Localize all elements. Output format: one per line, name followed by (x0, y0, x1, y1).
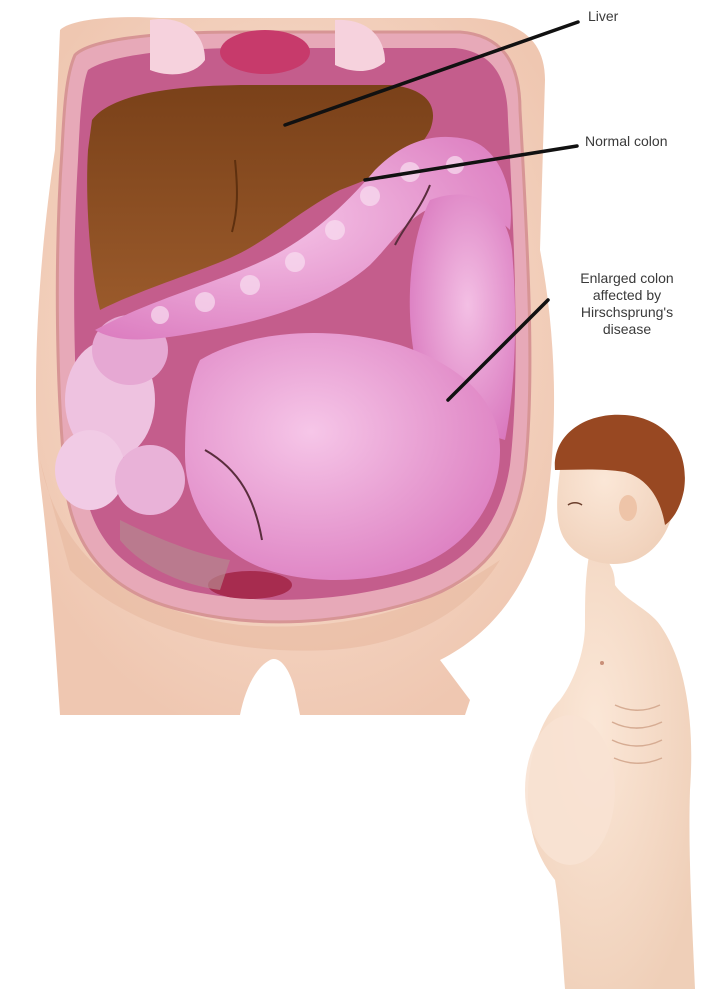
child-figure (525, 415, 695, 989)
label-enlarged-colon-line-1: Enlarged colon (552, 270, 702, 287)
label-enlarged-colon-line-4: disease (552, 321, 702, 338)
label-enlarged-colon-line-3: Hirschsprung's (552, 304, 702, 321)
child-ear (619, 495, 637, 521)
child-distended-belly (525, 715, 615, 865)
stomach-top (220, 30, 310, 74)
label-enlarged-colon: Enlarged colon affected by Hirschsprung'… (552, 270, 702, 338)
label-enlarged-colon-line-2: affected by (552, 287, 702, 304)
label-normal-colon: Normal colon (585, 133, 667, 150)
label-liver: Liver (588, 8, 618, 25)
child-nipple (600, 661, 604, 665)
